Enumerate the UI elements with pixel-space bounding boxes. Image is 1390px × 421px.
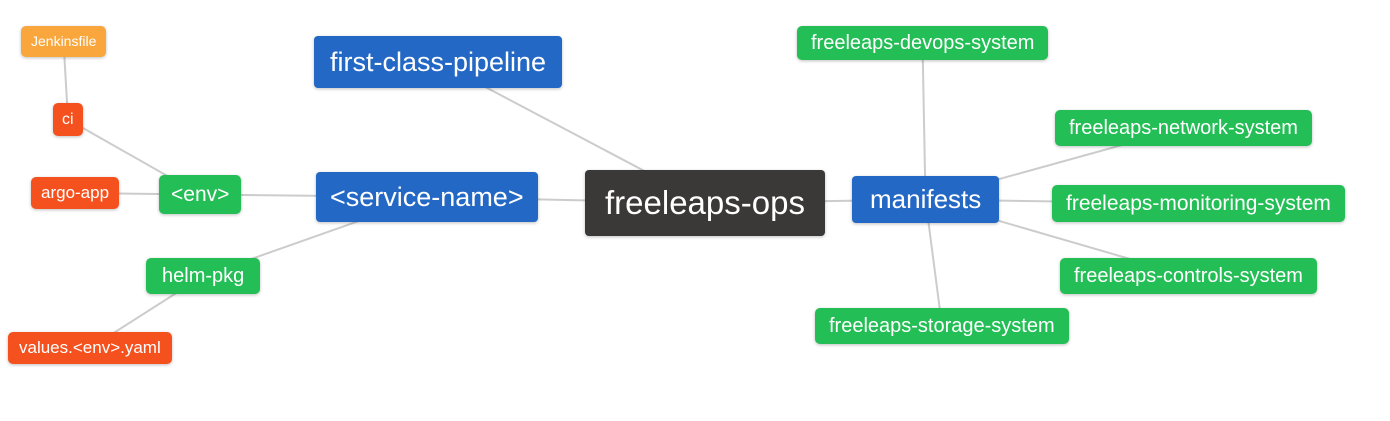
node-env[interactable]: <env> bbox=[159, 175, 242, 215]
node-service-name[interactable]: <service-name> bbox=[316, 172, 538, 223]
node-values-env-yaml[interactable]: values.<env>.yaml bbox=[8, 332, 172, 365]
node-argo-app[interactable]: argo-app bbox=[31, 177, 120, 210]
node-freeleaps-network-system[interactable]: freeleaps-network-system bbox=[1055, 110, 1312, 146]
node-freeleaps-devops-system[interactable]: freeleaps-devops-system bbox=[797, 26, 1049, 60]
node-helm-pkg[interactable]: helm-pkg bbox=[146, 258, 261, 294]
node-freeleaps-ops[interactable]: freeleaps-ops bbox=[585, 170, 825, 236]
node-freeleaps-monitoring-system[interactable]: freeleaps-monitoring-system bbox=[1052, 185, 1345, 223]
node-first-class-pipeline[interactable]: first-class-pipeline bbox=[314, 36, 563, 89]
node-ci[interactable]: ci bbox=[53, 103, 83, 137]
node-freeleaps-storage-system[interactable]: freeleaps-storage-system bbox=[815, 308, 1069, 344]
node-freeleaps-controls-system[interactable]: freeleaps-controls-system bbox=[1060, 258, 1317, 294]
node-jenkinsfile[interactable]: Jenkinsfile bbox=[21, 26, 107, 57]
node-manifests[interactable]: manifests bbox=[852, 176, 1000, 224]
